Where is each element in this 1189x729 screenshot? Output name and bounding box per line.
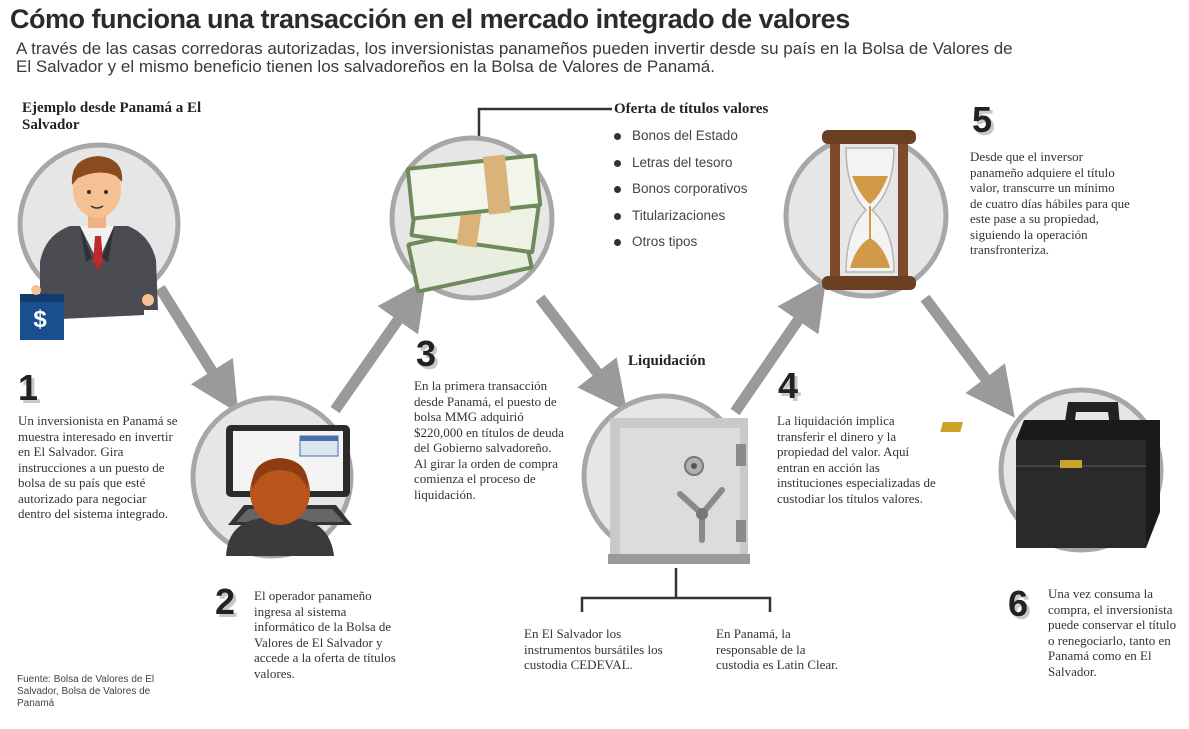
step-3-text: En la primera transacción desde Panamá, … xyxy=(414,378,564,502)
step-5-text: Desde que el inversor panameño adquiere … xyxy=(970,149,1130,257)
infographic-title: Cómo funciona una transacción en el merc… xyxy=(10,4,850,34)
step-2-text: El operador panameño ingresa al sistema … xyxy=(254,588,396,681)
offer-item: Bonos corporativos xyxy=(614,181,814,208)
briefcase-icon xyxy=(940,402,1160,548)
step-6-text: Una vez consuma la compra, el inversioni… xyxy=(1048,586,1177,679)
offer-bracket xyxy=(477,107,612,140)
source-note: Fuente: Bolsa de Valores de El Salvador,… xyxy=(17,674,155,709)
liquidation-panama: En Panamá, la responsable de la custodia… xyxy=(716,626,839,672)
hourglass-icon xyxy=(822,130,916,290)
infographic-subtitle: A través de las casas corredoras autoriz… xyxy=(16,39,1013,76)
arrow-2-to-3 xyxy=(330,279,427,414)
offer-item: Titularizaciones xyxy=(614,208,814,235)
operator-icon xyxy=(226,425,352,556)
liquidation-el-salvador: En El Salvador los instrumentos bursátil… xyxy=(524,626,663,672)
step-6-number: 6 xyxy=(1008,583,1029,624)
offer-item: Otros tipos xyxy=(614,234,814,261)
step-4-number: 4 xyxy=(778,365,799,406)
step-1-number: 1 xyxy=(18,367,39,408)
example-label: Ejemplo desde Panamá a El Salvador xyxy=(22,100,202,133)
arrow-5-to-6 xyxy=(920,294,1015,418)
safe-icon xyxy=(608,418,750,564)
money-icon xyxy=(405,153,543,294)
liquidation-title: Liquidación xyxy=(628,353,706,369)
step-1-text: Un inversionista en Panamá se muestra in… xyxy=(18,413,178,521)
step-4-text: La liquidación implica transferir el din… xyxy=(777,413,936,506)
step-5-number: 5 xyxy=(972,99,993,140)
step-2-number: 2 xyxy=(215,581,236,622)
arrow-4-to-5 xyxy=(730,279,827,416)
liquidation-bracket xyxy=(580,596,772,612)
offer-list: Bonos del Estado Letras del tesoro Bonos… xyxy=(614,128,814,261)
investor-icon xyxy=(20,156,158,340)
step-3-number: 3 xyxy=(416,333,437,374)
arrow-3-to-4 xyxy=(535,294,628,412)
offer-item: Bonos del Estado xyxy=(614,128,814,155)
offer-title: Oferta de títulos valores xyxy=(614,101,769,117)
dollar-sign-icon: $ xyxy=(33,306,47,333)
offer-item: Letras del tesoro xyxy=(614,155,814,182)
arrow-1-to-2 xyxy=(155,285,239,413)
